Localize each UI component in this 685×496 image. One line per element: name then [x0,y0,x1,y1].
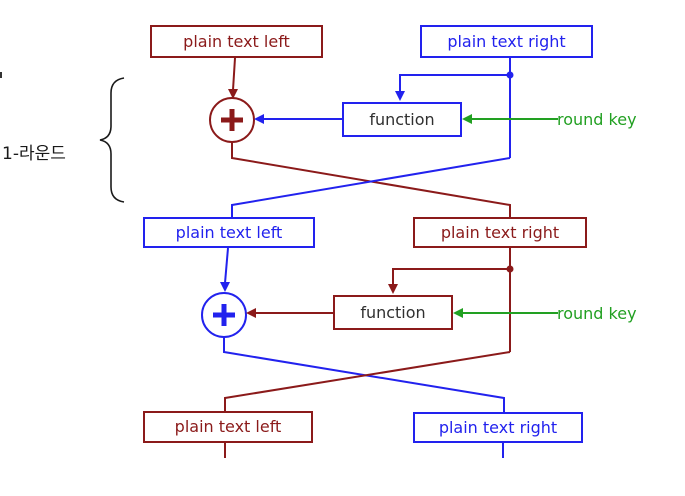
function-label-round2: function [360,302,426,322]
xor-icon-round1 [209,97,255,143]
swap-line-blue-round1 [231,157,511,217]
plain-text-left-bottom-box: plain text left [143,411,313,443]
plain-text-right-middle-label: plain text right [440,222,560,242]
function-label-round1: function [369,109,435,129]
plain-text-right-top-box: plain text right [420,25,593,58]
arrow-into-function2 [388,268,510,294]
function-box-round2: function [333,295,453,330]
edge-tick-mark [0,72,2,78]
xor-icon-round2 [201,292,247,338]
swap-line-blue-round2 [223,337,505,412]
swap-line-red-round1 [231,142,511,217]
arrow-into-function1 [395,74,510,101]
round-1-brace-label: 1-라운드 [2,144,66,164]
plain-text-left-bottom-label: plain text left [174,417,282,436]
swap-line-red-round2 [224,351,511,412]
arrow-function1-to-xor [254,114,342,124]
arrow-left-input-round1 [228,57,238,99]
arrow-roundkey1 [462,114,558,124]
plain-text-right-top-label: plain text right [447,31,566,51]
round-brace-icon [99,77,125,203]
plain-text-left-middle-box: plain text left [143,217,315,248]
plain-text-left-top-box: plain text left [150,25,323,58]
plain-text-right-middle-box: plain text right [413,217,587,248]
plain-text-right-bottom-box: plain text right [413,412,583,443]
plain-text-left-middle-label: plain text left [175,222,283,242]
function-box-round1: function [342,102,462,137]
arrow-function2-to-xor [246,308,333,318]
arrow-left-input-round2 [220,247,230,292]
plain-text-right-bottom-label: plain text right [438,417,558,437]
round-key-label-round2: round key [557,304,637,323]
plain-text-left-top-label: plain text left [183,31,290,51]
arrow-roundkey2 [453,308,558,318]
round-key-label-round1: round key [557,110,637,129]
